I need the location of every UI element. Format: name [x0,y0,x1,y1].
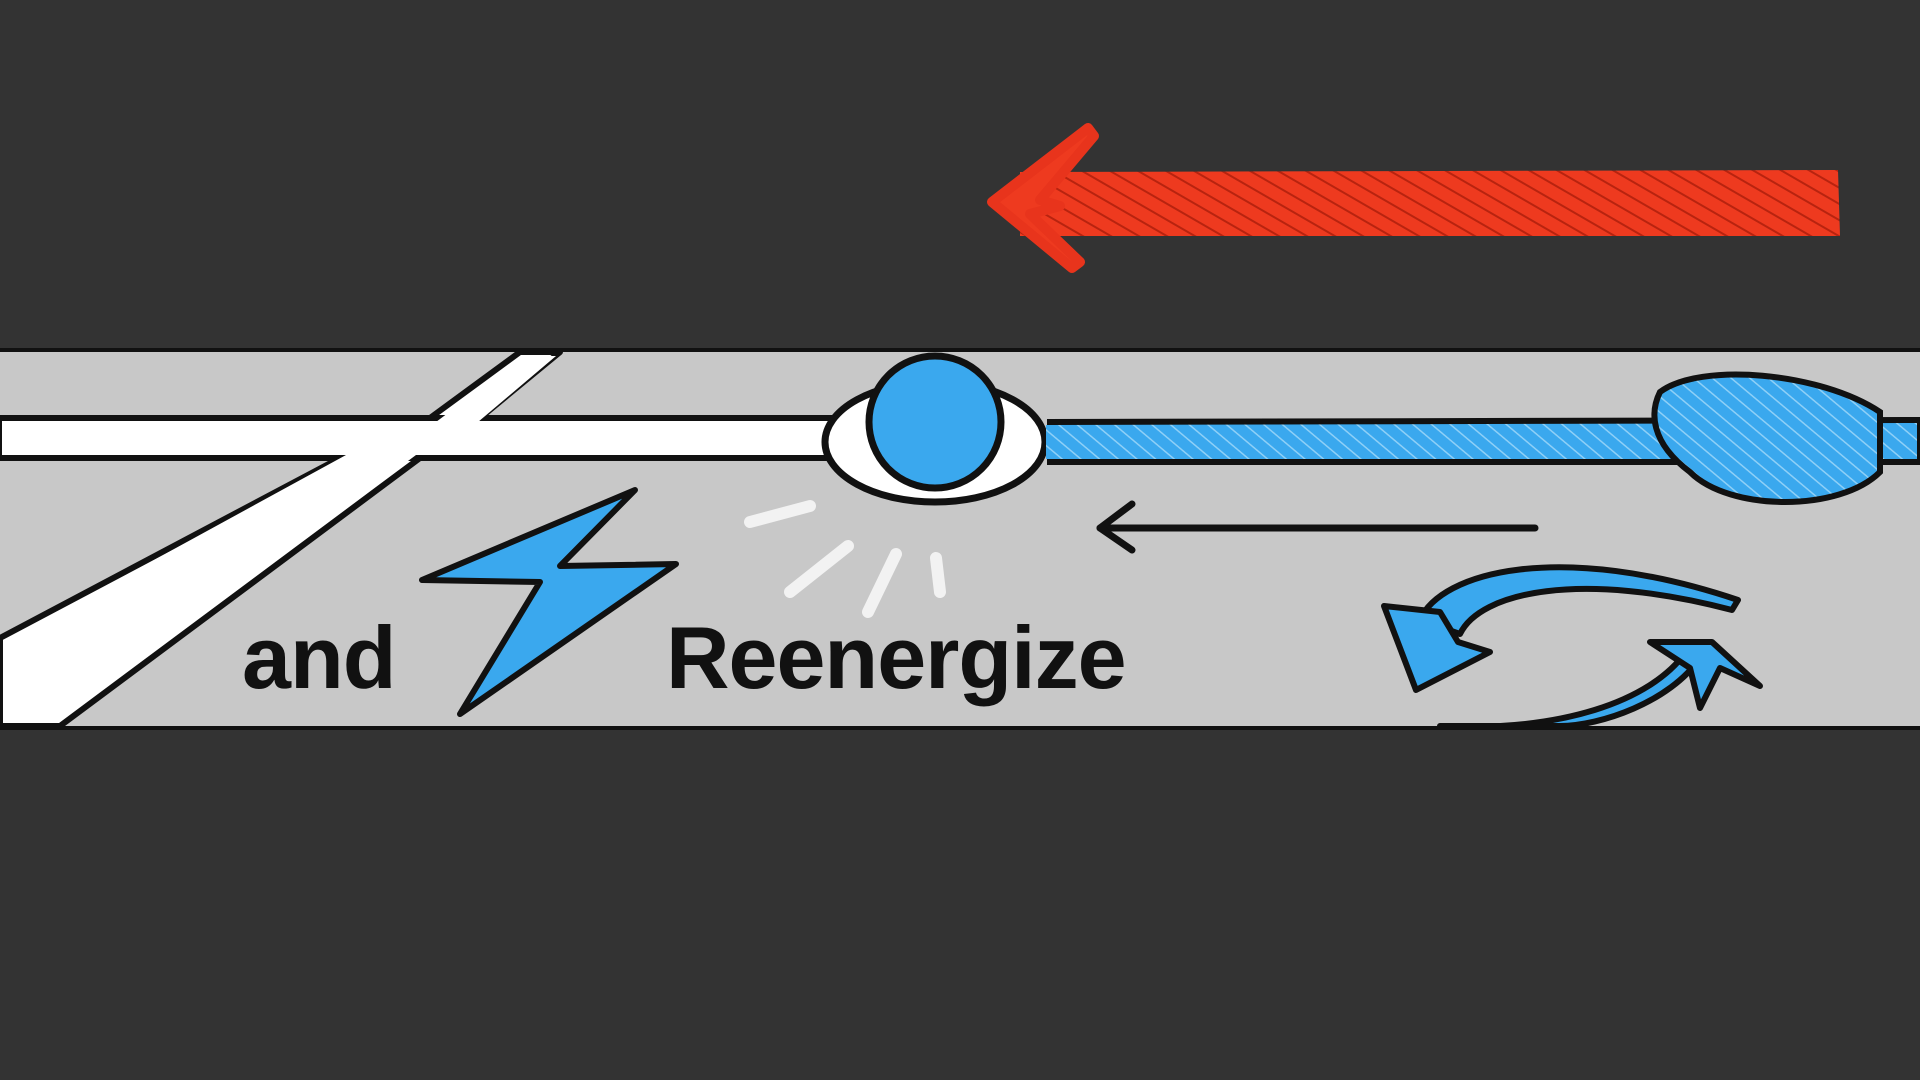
road-scene [0,352,1920,726]
sketch-strip: and Reenergize [0,348,1920,730]
caption-reenergize: Reenergize [666,608,1127,707]
node-circle-icon [865,352,1005,492]
small-left-arrow-icon [1096,500,1539,554]
refresh-cycle-icon [1381,564,1763,726]
sparkle-marks [744,500,946,618]
left-arrow-icon [987,123,1840,273]
caption-and: and [242,608,396,707]
lightning-bolt-icon [419,487,679,717]
